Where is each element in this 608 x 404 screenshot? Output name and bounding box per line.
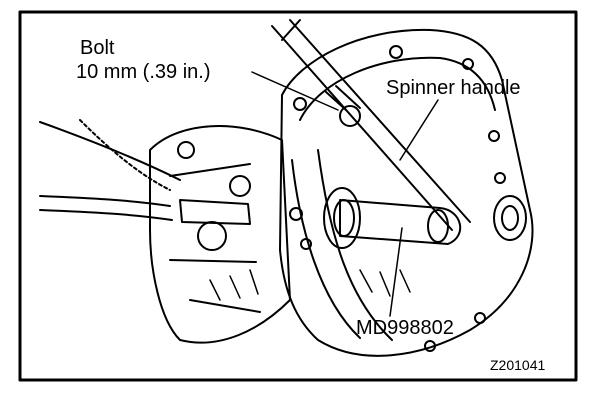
bolt-label: Bolt [80,37,115,59]
bolt-leader-line [251,71,339,111]
tool-leader-line [389,227,403,317]
spinner-handle-label: Spinner handle [386,77,521,99]
figure-id: Z201041 [490,357,546,373]
tool-number-label: MD998802 [356,317,454,339]
transmission-case [149,125,291,344]
spinner-leader-line [399,99,439,161]
figure-border [18,10,578,382]
bell-housing [279,28,534,357]
spinner-handle [271,19,471,231]
bolt-size-label: 10 mm (.39 in.) [76,61,211,83]
special-tool [339,199,462,245]
